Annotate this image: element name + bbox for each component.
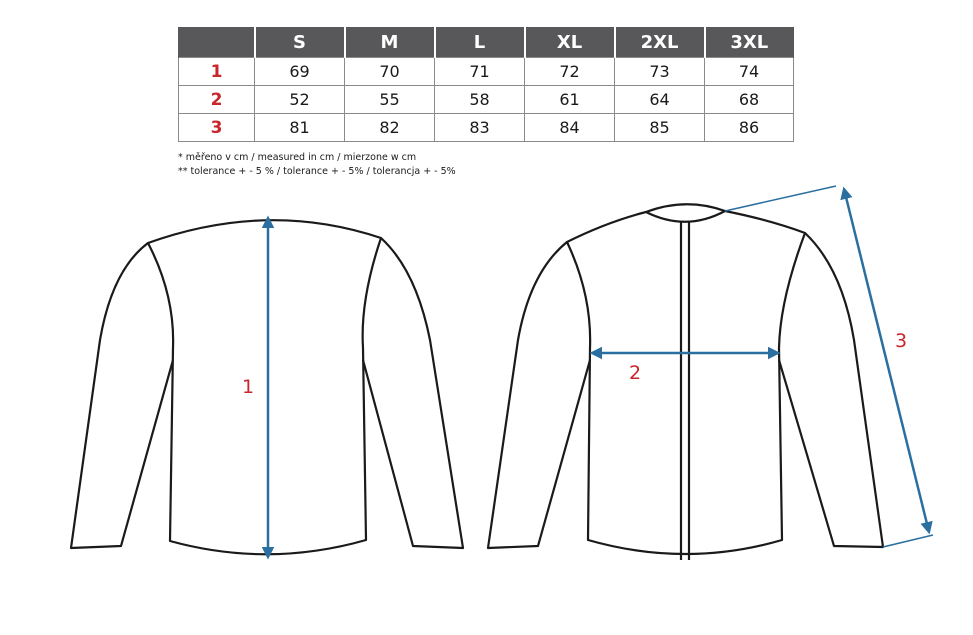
header-size-s: S (254, 27, 346, 58)
table-header-row: S M L XL 2XL 3XL (178, 27, 794, 58)
measurement-3-guide-top (724, 185, 837, 212)
measurement-3-guide-bottom (882, 534, 934, 548)
back-left-sleeve (69, 242, 175, 550)
table-cell: 84 (524, 113, 615, 142)
back-body-outline (146, 219, 383, 556)
measurement-2-label: 2 (629, 362, 641, 384)
garment-front-view (486, 203, 885, 560)
garment-back-view (69, 219, 465, 556)
front-body-outline (565, 209, 807, 556)
measurement-3-label: 3 (895, 330, 907, 352)
header-corner (178, 27, 256, 58)
table-row: 3 81 82 83 84 85 86 (178, 113, 794, 142)
table-cell: 83 (434, 113, 525, 142)
front-left-sleeve (486, 241, 592, 550)
measurement-3-arrow (840, 186, 933, 535)
measurement-1-length: 1 (242, 215, 275, 560)
table-cell: 55 (344, 85, 435, 114)
table-cell: 86 (704, 113, 794, 142)
table-cell: 85 (614, 113, 705, 142)
header-size-xl: XL (524, 27, 616, 58)
table-row: 1 69 70 71 72 73 74 (178, 57, 794, 86)
table-cell: 81 (254, 113, 345, 142)
size-table: S M L XL 2XL 3XL 1 69 70 71 72 73 74 2 5… (178, 27, 794, 142)
row-label: 1 (178, 57, 255, 86)
front-collar (645, 203, 726, 214)
measurement-2-chest: 2 (589, 346, 781, 384)
table-cell: 69 (254, 57, 345, 86)
measurement-1-label: 1 (242, 376, 254, 398)
table-cell: 61 (524, 85, 615, 114)
header-size-m: M (344, 27, 436, 58)
table-cell: 82 (344, 113, 435, 142)
row-label: 3 (178, 113, 255, 142)
table-cell: 68 (704, 85, 794, 114)
note-measured-in-cm: * měřeno v cm / measured in cm / mierzon… (178, 152, 417, 163)
header-size-3xl: 3XL (704, 27, 794, 58)
note-tolerance: ** tolerance + - 5 % / tolerance + - 5% … (178, 166, 456, 177)
header-size-l: L (434, 27, 526, 58)
table-cell: 52 (254, 85, 345, 114)
header-size-2xl: 2XL (614, 27, 706, 58)
table-cell: 71 (434, 57, 525, 86)
measurement-3-sleeve: 3 (724, 185, 934, 548)
back-right-sleeve (361, 237, 465, 550)
measurement-notes: * měřeno v cm / measured in cm / mierzon… (178, 151, 456, 179)
table-cell: 58 (434, 85, 525, 114)
